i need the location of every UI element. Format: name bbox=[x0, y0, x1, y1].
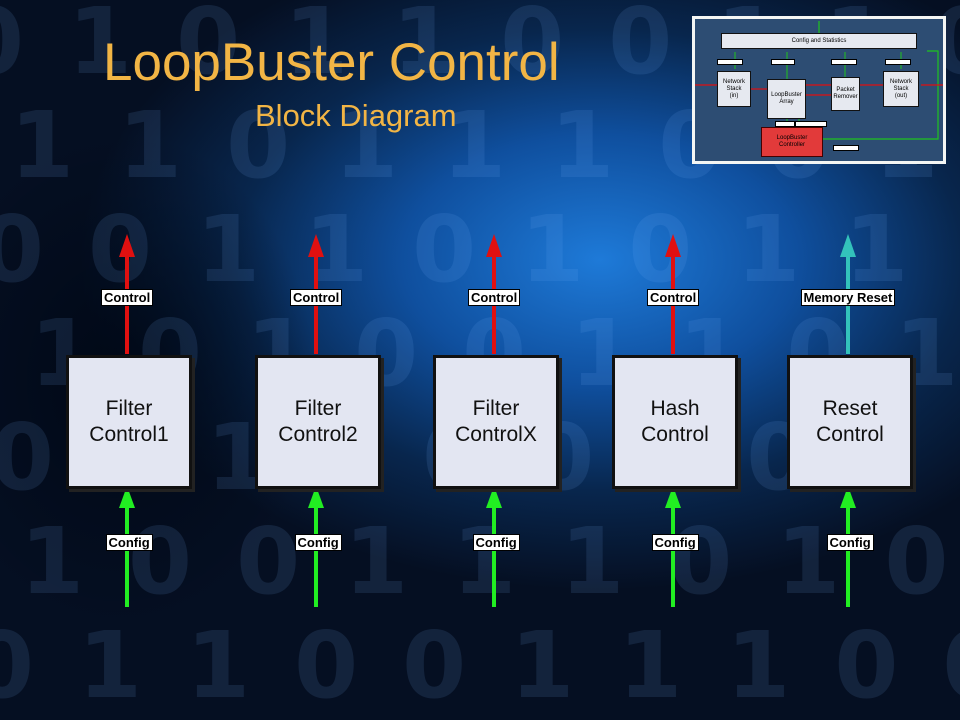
page-title: LoopBuster Control bbox=[103, 33, 560, 92]
filter-controlx-input-arrowhead bbox=[486, 486, 502, 508]
block-label-line2: Control1 bbox=[89, 423, 169, 446]
hash-control-output-label: Control bbox=[647, 289, 700, 306]
filter-control1-output-arrowhead bbox=[119, 234, 135, 257]
reset-control-input-label: Config bbox=[826, 534, 874, 551]
block-label-line2: Control bbox=[816, 423, 884, 446]
block-label-line1: Filter bbox=[294, 397, 342, 420]
block-label-line1: Hash bbox=[650, 397, 700, 420]
block-label-line1: Reset bbox=[822, 397, 878, 420]
hash-control-output-arrowhead bbox=[665, 234, 681, 257]
filter-control1-input-arrowhead bbox=[119, 486, 135, 508]
filter-control2-output-arrowhead bbox=[308, 234, 324, 257]
block-label-line2: Control2 bbox=[278, 423, 358, 446]
reset-control-input-arrowhead bbox=[840, 486, 856, 508]
reset-control-output-label: Memory Reset bbox=[800, 289, 896, 306]
block-label-line2: Control bbox=[641, 423, 709, 446]
filter-controlx-output-arrowhead bbox=[486, 234, 502, 257]
filter-controlx-output-label: Control bbox=[468, 289, 521, 306]
block-label-line1: Filter bbox=[105, 397, 153, 420]
reset-control-output-arrowhead bbox=[840, 234, 856, 257]
filter-control2-input-label: Config bbox=[294, 534, 342, 551]
block-label-line1: Filter bbox=[472, 397, 520, 420]
hash-control-input-arrowhead bbox=[665, 486, 681, 508]
thumb-config-stats: Config and Statistics bbox=[721, 33, 917, 49]
block-label-line2: ControlX bbox=[455, 423, 537, 446]
filter-control2-input-arrowhead bbox=[308, 486, 324, 508]
hash-control-input-label: Config bbox=[651, 534, 699, 551]
filter-control1-output-label: Control bbox=[101, 289, 154, 306]
page-subtitle: Block Diagram bbox=[255, 98, 457, 133]
filter-control2-output-label: Control bbox=[290, 289, 343, 306]
filter-controlx-input-label: Config bbox=[472, 534, 520, 551]
filter-control1-input-label: Config bbox=[105, 534, 153, 551]
